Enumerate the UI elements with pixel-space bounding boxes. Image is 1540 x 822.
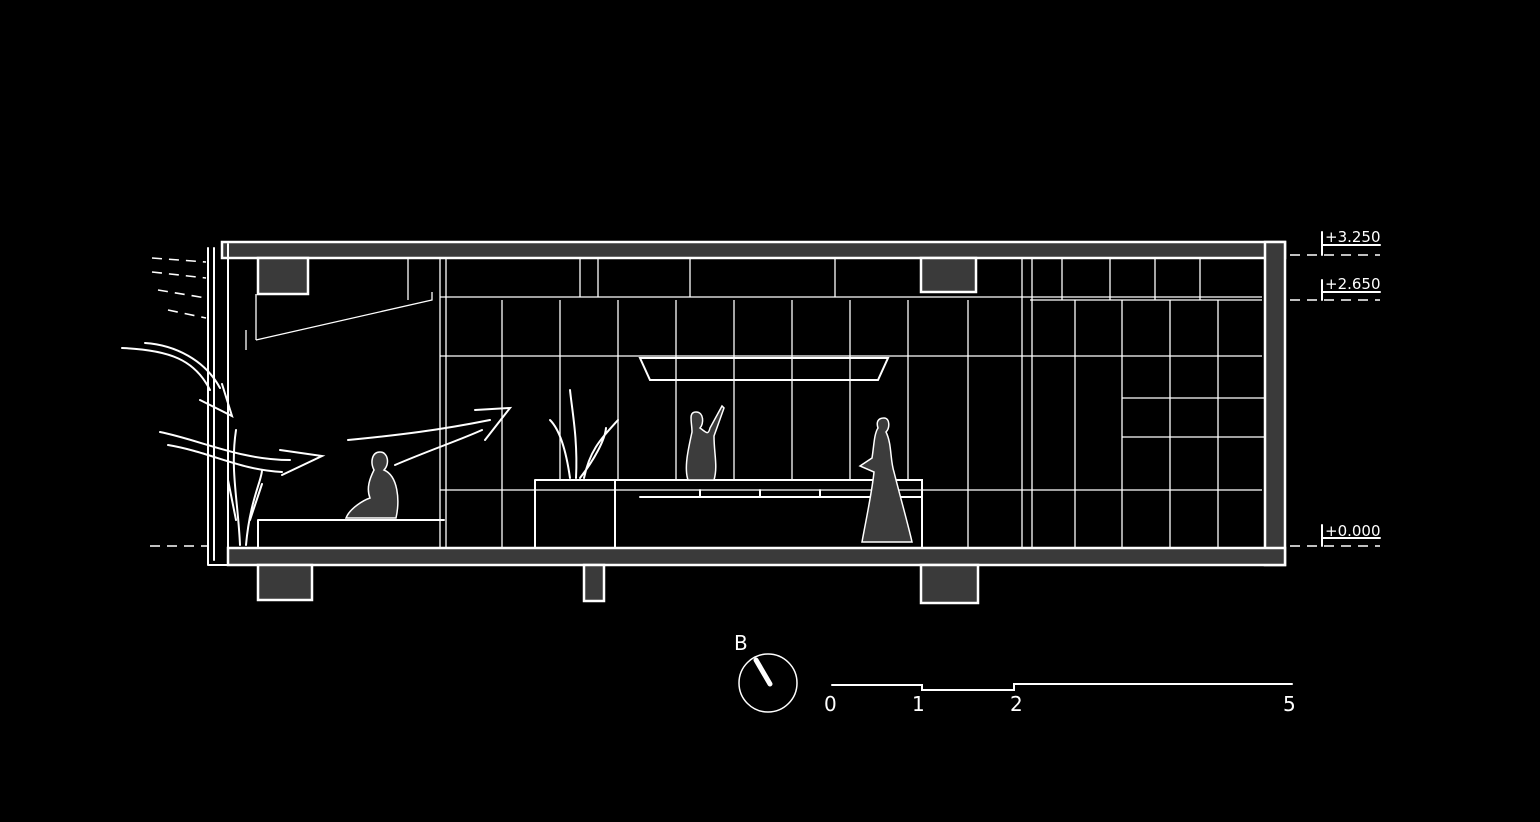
scale-bar: 0 1 2 5 xyxy=(824,683,1296,716)
roof-beam xyxy=(919,256,978,294)
roof-beam xyxy=(256,256,310,296)
pendant-light xyxy=(638,357,890,381)
section-marker: B xyxy=(734,631,798,713)
floor-slab xyxy=(226,546,1287,567)
elevation-label: +0.000 xyxy=(1325,522,1381,540)
figures xyxy=(227,389,913,546)
roof-slab xyxy=(220,240,1287,260)
scale-tick-label: 0 xyxy=(824,692,837,716)
scale-tick-label: 5 xyxy=(1283,692,1296,716)
seated-person xyxy=(344,451,399,519)
north-circle xyxy=(738,653,798,713)
scale-tick-label: 1 xyxy=(912,692,925,716)
airflow-arrows xyxy=(121,257,513,476)
floor-beam xyxy=(256,563,314,602)
floor-beam xyxy=(919,563,980,605)
floor-beam xyxy=(582,563,606,603)
elevation-label: +2.650 xyxy=(1325,275,1381,293)
scale-tick-label: 2 xyxy=(1010,692,1023,716)
benches xyxy=(257,479,923,549)
plant xyxy=(227,429,263,546)
interior-panels xyxy=(245,258,1265,549)
section-marker-label: B xyxy=(734,631,748,655)
elevation-label: +3.250 xyxy=(1325,228,1381,246)
left-facade xyxy=(207,243,231,566)
plant xyxy=(549,389,619,479)
walking-person xyxy=(858,417,913,543)
structure xyxy=(207,240,1287,605)
north-arrow-icon xyxy=(753,657,773,687)
right-wall xyxy=(1263,240,1287,567)
elevation-markers: +3.250 +2.650 +0.000 xyxy=(150,228,1381,547)
standing-person xyxy=(685,404,725,481)
